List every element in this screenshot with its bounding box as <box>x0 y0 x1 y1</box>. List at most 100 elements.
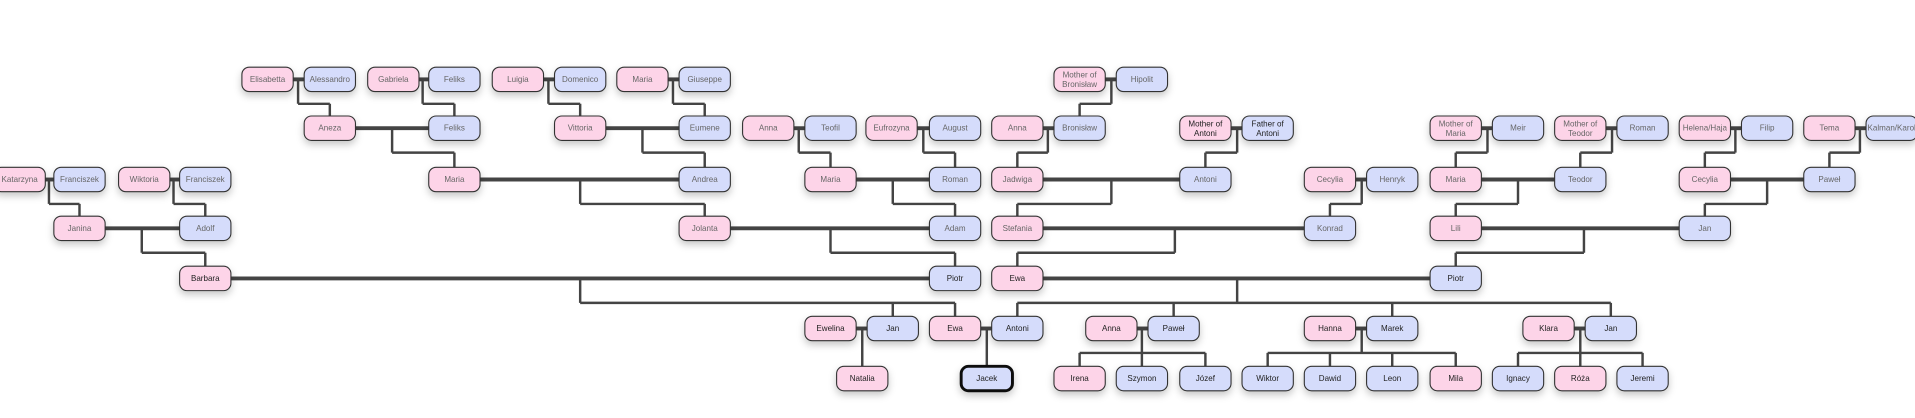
person-node[interactable]: Hipolit <box>1115 66 1169 93</box>
person-name: Hipolit <box>1131 75 1154 84</box>
person-node[interactable]: Antoni <box>1179 166 1232 193</box>
person-node[interactable]: Roman <box>1616 115 1669 141</box>
person-node[interactable]: Ewelina <box>804 315 857 342</box>
person-node[interactable]: Janina <box>53 215 106 242</box>
person-node[interactable]: Maria <box>428 166 481 193</box>
person-node[interactable]: Klara <box>1522 315 1575 342</box>
person-node[interactable]: Anna <box>991 115 1044 141</box>
person-name: Elisabetta <box>250 75 286 84</box>
person-node[interactable]: Feliks <box>428 66 481 93</box>
person-node[interactable]: Henryk <box>1366 166 1419 193</box>
person-name: Henryk <box>1379 175 1405 184</box>
person-node[interactable]: Maria <box>616 66 669 93</box>
person-node[interactable]: Katarzyna <box>0 166 46 193</box>
person-node[interactable]: Marek <box>1366 315 1419 342</box>
person-card <box>303 115 357 141</box>
person-node[interactable]: August <box>928 115 982 141</box>
person-card <box>1303 315 1357 342</box>
person-node[interactable]: Antoni <box>991 315 1044 342</box>
person-node[interactable]: Róża <box>1554 365 1607 392</box>
person-node[interactable]: Kalman/Karol <box>1865 115 1915 141</box>
person-node[interactable]: Dawid <box>1303 365 1357 392</box>
person-node[interactable]: Tema <box>1803 115 1856 141</box>
person-node[interactable]: Piotr <box>1429 265 1482 292</box>
person-node[interactable]: Cecylia <box>1303 166 1357 193</box>
person-node[interactable]: Jolanta <box>678 215 731 242</box>
person-node[interactable]: Roman <box>928 166 982 193</box>
person-node[interactable]: Gabriela <box>367 66 420 93</box>
person-card <box>1491 115 1545 141</box>
person-node[interactable]: Helena/Haja <box>1678 115 1732 141</box>
person-node[interactable]: Alessandro <box>303 66 357 93</box>
person-card <box>742 115 795 141</box>
parent-child-line <box>671 79 706 117</box>
person-node[interactable]: Vittoria <box>553 115 607 141</box>
person-node[interactable]: Leon <box>1366 365 1419 392</box>
person-node[interactable]: Paweł <box>1803 166 1856 193</box>
person-card <box>928 265 982 292</box>
person-node[interactable]: Hanna <box>1303 315 1357 342</box>
person-node[interactable]: Adam <box>928 215 982 242</box>
person-node[interactable]: Jadwiga <box>991 166 1044 193</box>
person-card <box>1053 66 1106 93</box>
person-node[interactable]: Szymon <box>1115 365 1169 392</box>
person-name: Filip <box>1760 124 1775 133</box>
person-node[interactable]: Lili <box>1429 215 1482 242</box>
person-node[interactable]: Ewa <box>991 265 1044 292</box>
person-node[interactable]: Irena <box>1053 365 1106 392</box>
person-node[interactable]: Luigia <box>491 66 545 93</box>
person-node[interactable]: Jan <box>866 315 919 342</box>
person-node-selected[interactable]: Jacek <box>959 364 1014 393</box>
parent-child-line <box>1328 179 1363 217</box>
person-node[interactable]: Mila <box>1429 365 1482 392</box>
person-node[interactable]: Ewa <box>928 315 982 342</box>
person-node[interactable]: Natalia <box>836 365 889 392</box>
person-node[interactable]: Konrad <box>1303 215 1357 242</box>
person-node[interactable]: Maria <box>1429 166 1482 193</box>
person-node[interactable]: Paweł <box>1147 315 1200 342</box>
person-node[interactable]: Andrea <box>678 166 731 193</box>
person-card <box>1241 115 1294 141</box>
person-node[interactable]: Stefania <box>991 215 1044 242</box>
person-node[interactable]: Feliks <box>428 115 481 141</box>
person-node[interactable]: Józef <box>1179 365 1232 392</box>
person-name: Jadwiga <box>1003 175 1033 184</box>
person-node[interactable]: Maria <box>804 166 857 193</box>
person-node[interactable]: Teodor <box>1554 166 1607 193</box>
person-node[interactable]: Piotr <box>928 265 982 292</box>
person-node[interactable]: Wiktoria <box>118 166 171 193</box>
person-card <box>428 115 481 141</box>
person-node[interactable]: Aneza <box>303 115 357 141</box>
person-node[interactable]: Domenico <box>553 66 607 93</box>
person-node[interactable]: Jan <box>1678 215 1732 242</box>
person-card <box>678 166 731 193</box>
person-node[interactable]: Filip <box>1740 115 1794 141</box>
person-node[interactable]: Wiktor <box>1241 365 1294 392</box>
person-node[interactable]: Jan <box>1584 315 1638 342</box>
person-node[interactable]: Jeremi <box>1616 365 1669 392</box>
person-card <box>1678 166 1732 193</box>
person-node[interactable]: Eufrozyna <box>865 115 918 141</box>
person-node[interactable]: Eumene <box>678 115 731 141</box>
person-node[interactable]: Franciszek <box>179 166 232 193</box>
person-node[interactable]: Adolf <box>179 215 232 242</box>
person-node[interactable]: Franciszek <box>53 166 106 193</box>
person-card <box>1740 115 1794 141</box>
person-card <box>991 265 1044 292</box>
person-node[interactable]: Cecylia <box>1678 166 1732 193</box>
person-node[interactable]: Anna <box>1085 315 1138 342</box>
person-node[interactable]: Bronisław <box>1053 115 1106 141</box>
person-node[interactable]: Giuseppe <box>678 66 731 93</box>
person-node[interactable]: Meir <box>1491 115 1545 141</box>
person-node[interactable]: Barbara <box>179 265 232 292</box>
person-node[interactable]: Elisabetta <box>241 66 294 93</box>
person-node[interactable]: Teofil <box>804 115 857 141</box>
person-node[interactable]: Ignacy <box>1491 365 1545 392</box>
person-node[interactable]: Anna <box>742 115 795 141</box>
